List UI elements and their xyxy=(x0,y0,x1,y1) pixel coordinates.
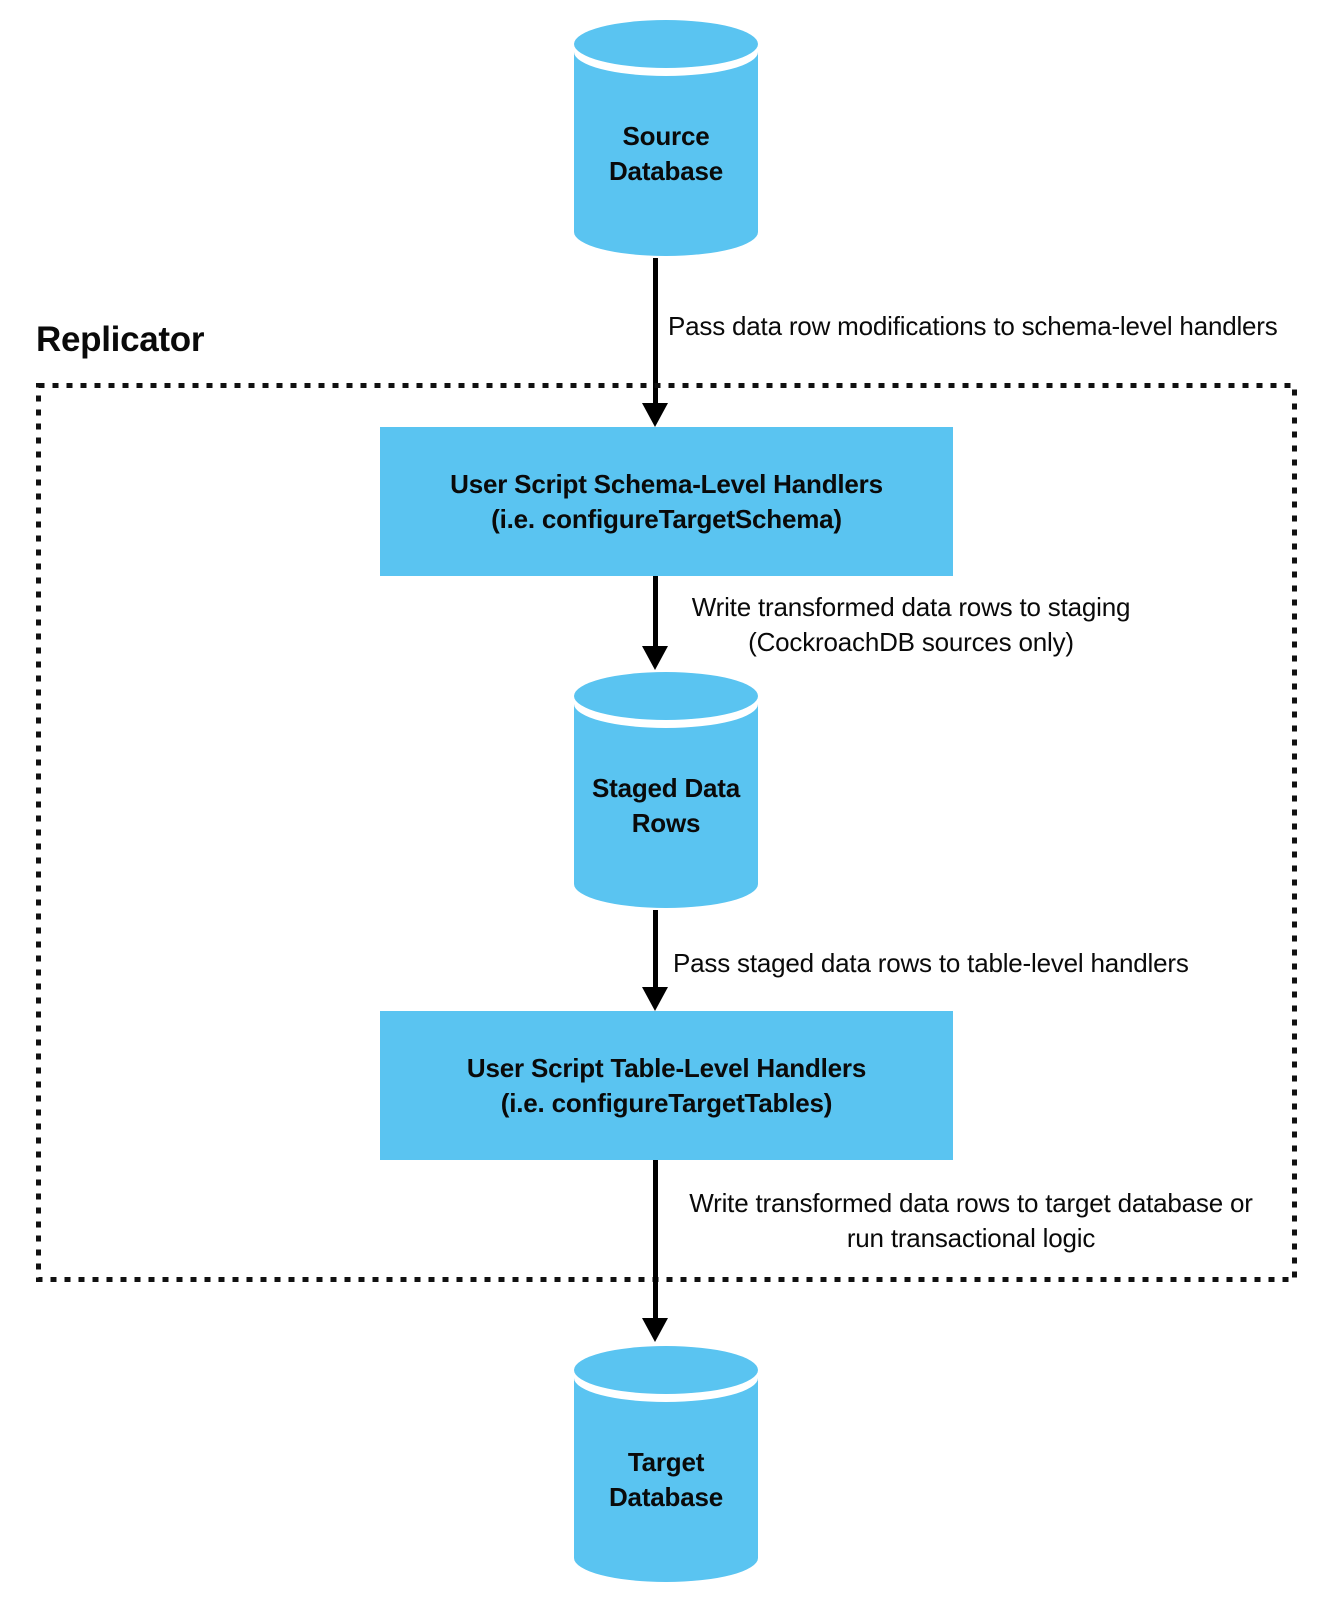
arrow-schema-to-staged xyxy=(642,576,668,670)
arrow-head-icon xyxy=(642,1318,668,1342)
edge-label-source-to-schema: Pass data row modifications to schema-le… xyxy=(668,311,1278,341)
database-cylinder-icon xyxy=(574,1346,758,1582)
staged-data-rows-label: Staged Data Rows xyxy=(570,668,762,916)
schema-handlers-label-line1: User Script Schema-Level Handlers xyxy=(450,468,883,499)
edge-label-schema-to-staged-line1: Write transformed data rows to staging xyxy=(691,592,1131,622)
staged-data-rows-label-line2: Rows xyxy=(631,808,701,838)
edge-label-table-to-target-line1: Write transformed data rows to target da… xyxy=(689,1188,1253,1218)
arrow-staged-to-table xyxy=(642,910,668,1011)
arrow-table-to-target xyxy=(642,1160,668,1342)
edge-label-table-to-target: Write transformed data rows to target da… xyxy=(655,1186,1287,1256)
staged-data-rows-label-line1: Staged Data xyxy=(591,773,741,803)
arrow-source-to-schema xyxy=(642,258,668,427)
arrow-head-icon xyxy=(642,646,668,670)
edge-label-table-to-target-line2: run transactional logic xyxy=(846,1223,1096,1253)
staged-data-rows-node: Staged Data Rows xyxy=(570,668,762,916)
table-level-handlers-node: User Script Table-Level Handlers (i.e. c… xyxy=(380,1011,953,1160)
arrow-head-icon xyxy=(642,403,668,427)
arrow-shaft xyxy=(652,1160,658,1318)
replicator-boundary-box xyxy=(36,383,1297,1282)
database-cylinder-icon xyxy=(574,672,758,908)
schema-level-handlers-node: User Script Schema-Level Handlers (i.e. … xyxy=(380,427,953,576)
table-handlers-label-line1: User Script Table-Level Handlers xyxy=(466,1052,867,1083)
target-database-label-line1: Target xyxy=(627,1447,705,1477)
edge-label-schema-to-staged: Write transformed data rows to staging (… xyxy=(666,590,1156,660)
arrow-shaft xyxy=(652,910,658,987)
source-database-node: Source Database xyxy=(570,16,762,264)
arrow-shaft xyxy=(652,258,658,403)
arrow-head-icon xyxy=(642,987,668,1011)
arrow-shaft xyxy=(652,576,658,646)
target-database-label-line2: Database xyxy=(608,1482,724,1512)
replicator-heading: Replicator xyxy=(36,320,205,359)
schema-handlers-label-line2: (i.e. configureTargetSchema) xyxy=(491,503,842,534)
edge-label-schema-to-staged-line2: (CockroachDB sources only) xyxy=(748,627,1074,657)
edge-label-staged-to-table: Pass staged data rows to table-level han… xyxy=(673,948,1189,978)
database-cylinder-icon xyxy=(574,20,758,256)
source-database-label: Source Database xyxy=(570,16,762,264)
source-database-label-line1: Source xyxy=(622,121,710,151)
target-database-node: Target Database xyxy=(570,1342,762,1590)
source-database-label-line2: Database xyxy=(608,156,724,186)
target-database-label: Target Database xyxy=(570,1342,762,1590)
table-handlers-label-line2: (i.e. configureTargetTables) xyxy=(500,1087,833,1118)
